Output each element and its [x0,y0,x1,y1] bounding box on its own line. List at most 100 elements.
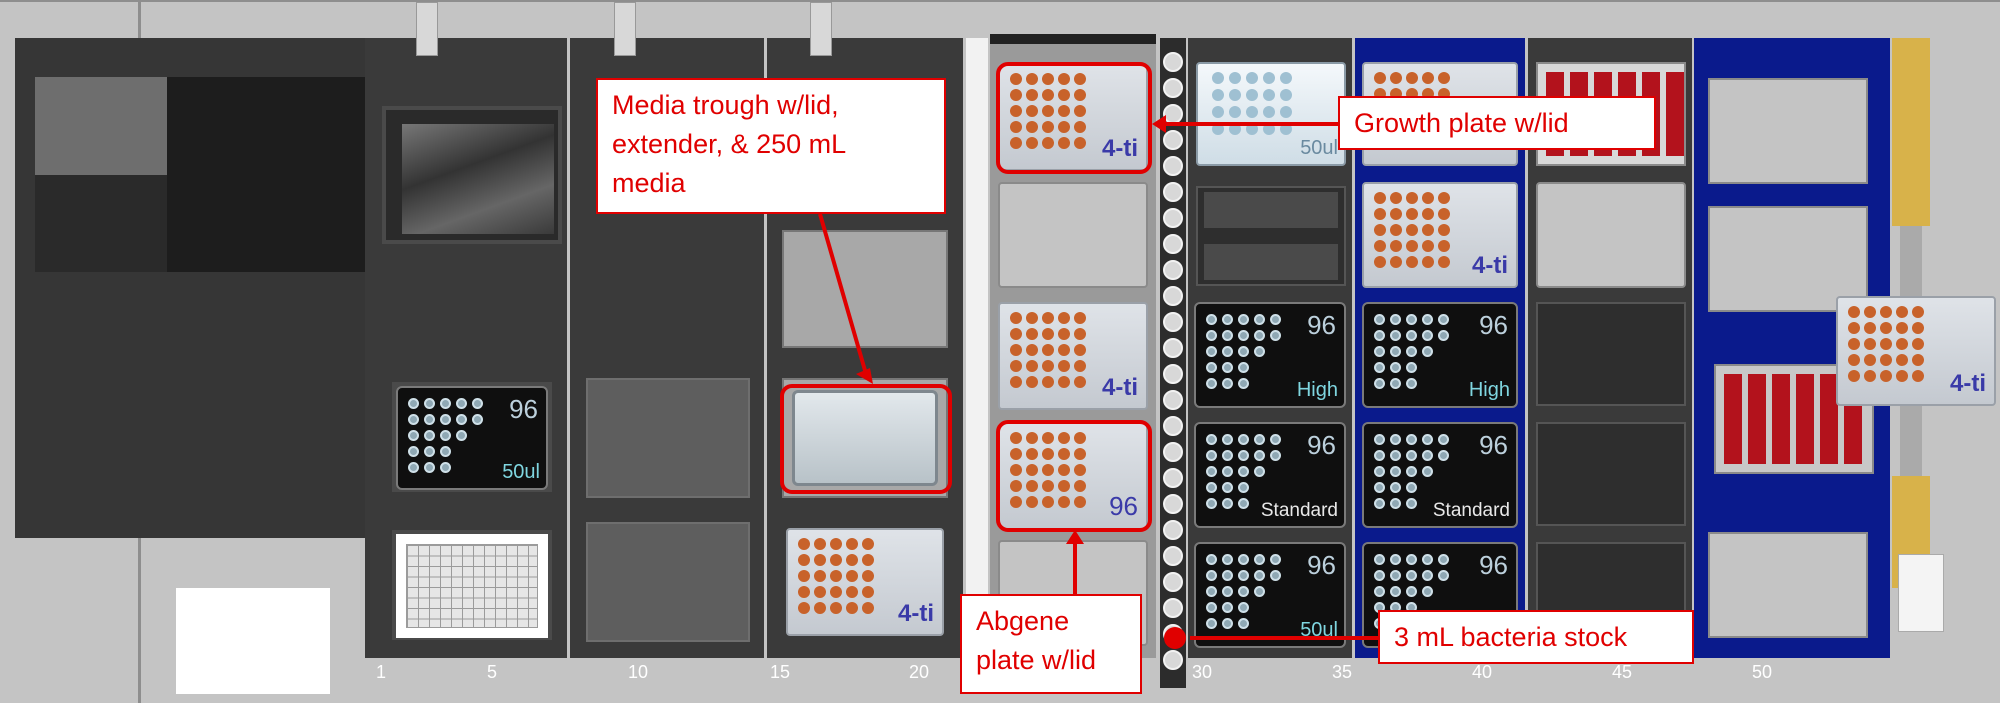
well-dot [830,570,842,582]
well-dot [1406,224,1418,236]
well-dot [1058,73,1070,85]
well-dot [1422,208,1434,220]
well-dot [862,602,874,614]
well-dot [1880,322,1892,334]
well-dot [1390,240,1402,252]
well-dot [1058,376,1070,388]
tip-box-standard: 96 Standard [1362,422,1518,528]
well-dot [1026,432,1038,444]
well-dot [1246,106,1258,118]
well-dot [1254,466,1265,477]
well-dot [1390,450,1401,461]
well-dot [1422,240,1434,252]
well-dot [1238,362,1249,373]
carrier-panel [167,77,375,272]
ti-plate-offdeck: 4-ti [1836,296,1996,406]
well-dot [1026,360,1038,372]
growth-plate: 4-ti [998,63,1148,171]
well-dot [1912,370,1924,382]
well-dot [1896,306,1908,318]
well-dot [814,554,826,566]
well-dot [1406,466,1417,477]
well-dot [1058,89,1070,101]
well-dot [1074,73,1086,85]
tip-box-count: 96 [1307,550,1336,580]
media-trough [792,390,938,486]
well-dot [1270,434,1281,445]
well-dot [1026,328,1038,340]
well-dot [814,570,826,582]
plate-label: 4-ti [898,600,934,627]
well-dot [1390,498,1401,509]
well-dot [1010,432,1022,444]
empty-site [586,378,750,498]
trough-site [782,230,948,348]
well-dot [1042,73,1054,85]
trough-channel [1772,374,1790,464]
tip-box-type: High [1296,379,1338,401]
well-dot [798,538,810,550]
well-dot [814,586,826,598]
well-dot [1390,346,1401,357]
well-dot [814,602,826,614]
well-dot [1390,466,1401,477]
well-dot [1206,570,1217,581]
well-dot [1390,192,1402,204]
well-dot [1222,570,1233,581]
well-dot [1912,322,1924,334]
position-number: 30 [1192,662,1213,682]
position-number: 15 [770,662,791,682]
well-dot [1222,450,1233,461]
well-dot [1074,89,1086,101]
well-dot [456,398,467,409]
well-dot [1270,554,1281,565]
well-dot [1254,554,1265,565]
tube-position [1163,182,1183,202]
tip-box-count: 96 [509,394,538,424]
well-dot [1406,240,1418,252]
well-dot [1374,224,1386,236]
well-dot [1010,376,1022,388]
well-dot [1896,338,1908,350]
plate-adapter [1536,302,1686,406]
well-dot [1280,106,1292,118]
callout-line: Abgene [976,606,1070,636]
well-dot [1010,360,1022,372]
highlight-media-trough [780,384,952,494]
well-dot [1222,554,1233,565]
well-dot [1848,306,1860,318]
tube-position [1163,130,1183,150]
well-dot [1374,256,1386,268]
well-dot [1438,314,1449,325]
tip-box-count: 96 [1307,310,1336,340]
well-dot [1280,89,1292,101]
well-dot [1010,464,1022,476]
well-dot [1206,434,1217,445]
well-dot [1042,121,1054,133]
tip-box-type: Standard [1260,500,1338,521]
plate-label: 4-ti [1102,135,1138,162]
well-dot [1246,72,1258,84]
well-dot [1280,72,1292,84]
well-dot [1026,312,1038,324]
well-dot [440,414,451,425]
callout-line: media [612,168,686,199]
well-dot [846,554,858,566]
well-dot [440,462,451,473]
well-dot [1074,105,1086,117]
well-dot [1026,73,1038,85]
well-dot [1238,434,1249,445]
tube-position [1163,416,1183,436]
well-dot [1438,570,1449,581]
tip-box-50ul: 96 50ul [396,386,548,490]
tube-position [1163,494,1183,514]
well-dot [1212,89,1224,101]
well-dot [1042,328,1054,340]
well-dot [1422,346,1433,357]
well-dot [1238,498,1249,509]
gripper-block [1892,38,1930,226]
plate-label: 4-ti [1472,252,1508,279]
well-dot [1238,570,1249,581]
callout-bacteria-stock: 3 mL bacteria stock [1378,610,1694,664]
callout-growth-plate: Growth plate w/lid [1338,96,1656,150]
